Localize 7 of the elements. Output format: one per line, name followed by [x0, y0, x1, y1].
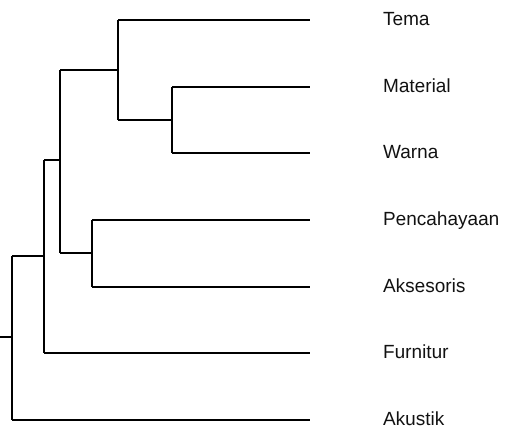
leaf-label: Akustik	[383, 409, 444, 429]
leaf-label: Warna	[383, 142, 438, 164]
leaf-label: Tema	[383, 9, 430, 31]
leaf-label: Pencahayaan	[383, 209, 500, 231]
leaf-label: Aksesoris	[383, 276, 466, 298]
leaf-label: Furnitur	[383, 342, 448, 364]
leaf-label: Material	[383, 76, 451, 98]
